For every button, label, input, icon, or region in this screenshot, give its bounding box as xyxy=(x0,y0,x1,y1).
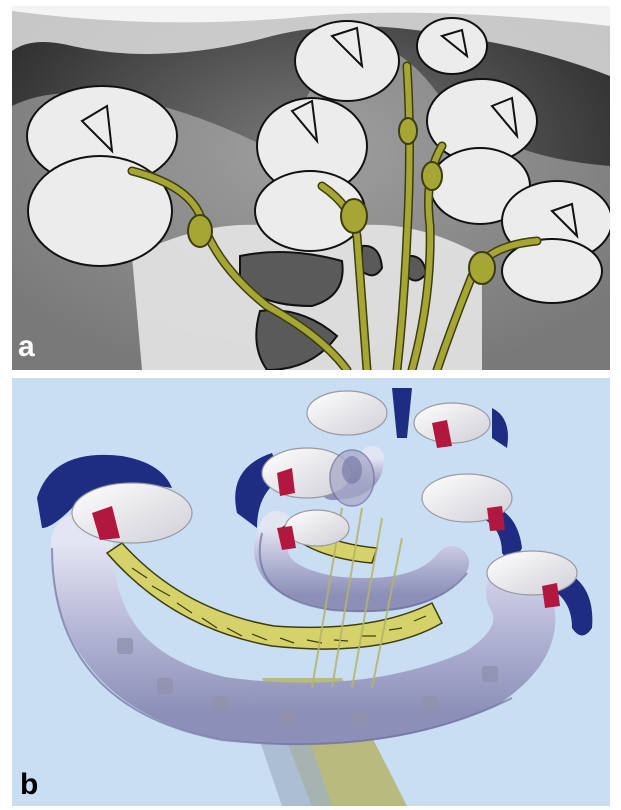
ct-scan-illustration xyxy=(12,6,610,370)
panel-label-b: b xyxy=(20,770,38,800)
cochlea-model-panel: b xyxy=(12,378,610,806)
ct-scan-panel: a xyxy=(12,6,610,370)
panel-label-a: a xyxy=(18,332,35,362)
cochlea-3d-illustration xyxy=(12,378,610,806)
